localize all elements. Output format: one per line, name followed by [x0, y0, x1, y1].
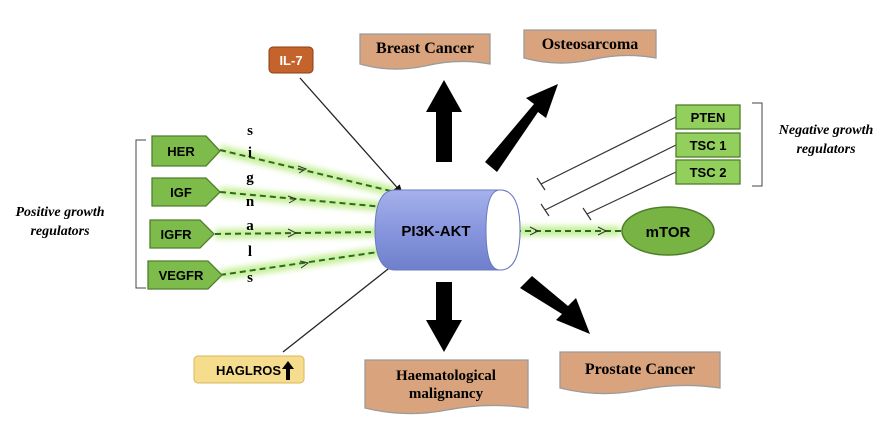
negative-regulator-tsc1: TSC 1 [675, 132, 741, 158]
il7-arrow [299, 77, 403, 194]
haematological-box: Haematological malignancy [364, 359, 529, 415]
regulator-vegfr-label: VEGFR [159, 268, 204, 283]
regulator-her-label: HER [167, 144, 195, 159]
signals-letter: i [248, 145, 252, 161]
tsc1-label: TSC 1 [690, 138, 727, 153]
signals-word: s i g n a l s [246, 123, 255, 286]
signals-letter: g [246, 170, 254, 186]
mtor-label: mTOR [646, 224, 691, 241]
pten-label: PTEN [691, 110, 726, 125]
arrow-down-icon [426, 282, 462, 352]
regulator-igfr-label: IGFR [160, 227, 192, 242]
regulator-igf-label: IGF [170, 185, 192, 200]
regulator-igf: IGF [151, 177, 221, 207]
il7-box: IL-7 [268, 46, 314, 74]
signals-letter: s [247, 270, 253, 286]
negative-regulator-tsc2: TSC 2 [675, 159, 741, 185]
breast-cancer-label: Breast Cancer [376, 40, 474, 57]
negative-label-line1: Negative growth [778, 123, 874, 138]
arrow-down-right-icon [520, 276, 590, 334]
arrow-up-icon [426, 80, 462, 162]
negative-label-line2: regulators [796, 142, 856, 157]
arrow-up-right-icon [485, 84, 558, 172]
regulator-vegfr: VEGFR [147, 260, 223, 290]
negative-regulator-pten: PTEN [675, 104, 741, 130]
mtor-node: mTOR [621, 206, 715, 256]
osteosarcoma-box: Osteosarcoma [523, 29, 657, 64]
prostate-cancer-box: Prostate Cancer [559, 351, 721, 395]
pi3k-akt-node: PI3K-AKT [374, 189, 521, 271]
haematological-label-line1: Haematological [396, 368, 496, 384]
signals-letter: a [246, 218, 254, 234]
breast-cancer-box: Breast Cancer [359, 33, 491, 70]
pi3k-akt-label: PI3K-AKT [401, 223, 470, 240]
prostate-cancer-label: Prostate Cancer [585, 361, 695, 378]
outcome-arrows [426, 80, 590, 352]
signals-letter: n [246, 194, 255, 210]
positive-regulators-bracket [135, 139, 146, 289]
haglros-box: HAGLROS [193, 355, 305, 384]
signals-letter: l [248, 244, 252, 260]
regulator-igfr: IGFR [149, 219, 215, 249]
negative-regulators-bracket [752, 102, 763, 187]
haglros-arrow [282, 257, 403, 353]
signals-letter: s [247, 123, 253, 139]
positive-signal-lines [214, 149, 396, 276]
positive-label-line1: Positive growth [15, 205, 104, 220]
regulator-her: HER [151, 135, 221, 167]
pi3k-to-mtor-line [515, 226, 622, 236]
up-arrow-icon [282, 361, 294, 380]
osteosarcoma-label: Osteosarcoma [542, 36, 639, 53]
haematological-label-line2: malignancy [409, 386, 484, 402]
inhibition-lines [536, 116, 677, 221]
il7-label: IL-7 [279, 53, 302, 68]
tsc2-label: TSC 2 [690, 165, 727, 180]
positive-label-line2: regulators [30, 224, 90, 239]
haglros-label: HAGLROS [216, 363, 281, 378]
